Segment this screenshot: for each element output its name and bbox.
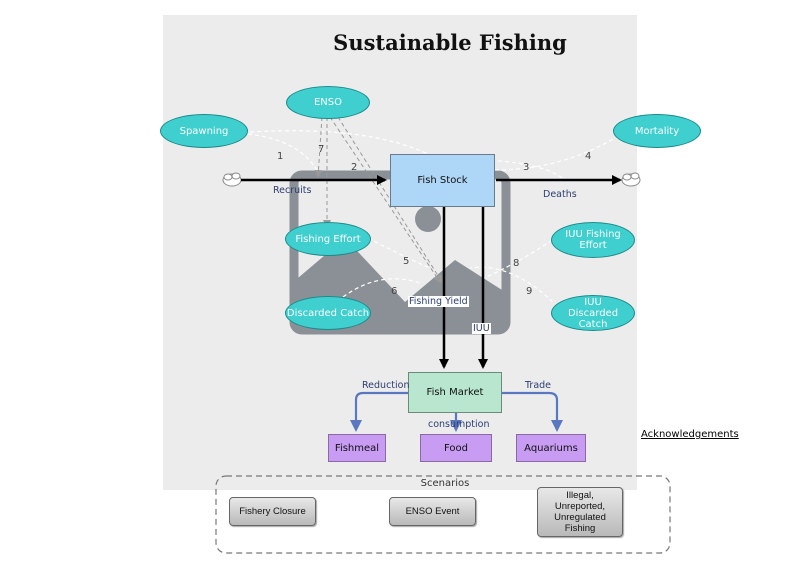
enso-link-recruits xyxy=(314,116,323,178)
fish-stock-box[interactable]: Fish Stock xyxy=(390,154,495,207)
aquariums-box[interactable]: Aquariums xyxy=(516,434,586,462)
acknowledgements-link[interactable]: Acknowledgements xyxy=(641,429,739,440)
scenarios-title: Scenarios xyxy=(420,478,470,489)
reduction-flow xyxy=(350,391,408,432)
enso-converter[interactable]: ENSO xyxy=(286,86,370,119)
sink-cloud-icon xyxy=(621,172,641,187)
trade-label: Trade xyxy=(525,380,552,391)
link-number-3: 3 xyxy=(523,162,530,173)
spawning-converter[interactable]: Spawning xyxy=(160,114,248,148)
link-number-1: 1 xyxy=(277,151,284,162)
fishing-yield-label: Fishing Yield xyxy=(408,296,469,307)
link-number-9: 9 xyxy=(526,286,533,297)
source-cloud-icon xyxy=(222,172,242,187)
link-number-2: 2 xyxy=(351,162,358,173)
link-number-7: 7 xyxy=(318,144,325,155)
fishery-closure-button[interactable]: Fishery Closure xyxy=(229,497,316,526)
trade-flow xyxy=(502,391,563,432)
iuu-fishing-effort-converter[interactable]: IUU Fishing Effort xyxy=(551,222,635,258)
discarded-catch-converter[interactable]: Discarded Catch xyxy=(285,296,371,330)
iuu-fishing-button[interactable]: Illegal, Unreported, Unregulated Fishing xyxy=(537,487,623,537)
mortality-converter[interactable]: Mortality xyxy=(613,114,701,148)
enso-event-button[interactable]: ENSO Event xyxy=(389,497,476,526)
deaths-label: Deaths xyxy=(543,189,577,200)
link-number-8: 8 xyxy=(513,258,520,269)
scenarios-frame xyxy=(215,475,671,554)
link-number-5: 5 xyxy=(403,256,410,267)
fishing-effort-converter[interactable]: Fishing Effort xyxy=(285,222,371,256)
page-title: Sustainable Fishing xyxy=(333,30,567,55)
enso-link-yield-b xyxy=(337,116,443,283)
reduction-label: Reduction xyxy=(362,380,410,391)
food-box[interactable]: Food xyxy=(420,434,492,462)
enso-link-yield-a xyxy=(329,116,441,283)
consumption-label: consumption xyxy=(428,419,490,430)
iuu-discarded-catch-converter[interactable]: IUU Discarded Catch xyxy=(551,295,635,331)
link-number-4: 4 xyxy=(585,151,592,162)
fish-market-box[interactable]: Fish Market xyxy=(408,372,502,413)
fishmeal-box[interactable]: Fishmeal xyxy=(328,434,386,462)
recruits-label: Recruits xyxy=(273,185,312,196)
iuu-label: IUU xyxy=(472,323,491,334)
link-number-6: 6 xyxy=(391,286,398,297)
influence-links xyxy=(247,130,616,303)
